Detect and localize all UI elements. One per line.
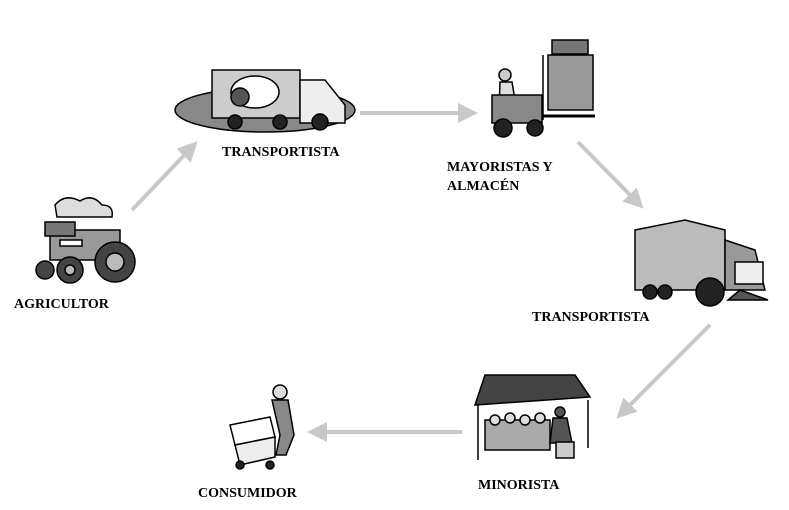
label-consumidor: CONSUMIDOR	[198, 486, 298, 501]
delivery-truck-icon	[174, 69, 356, 133]
label-minorista: MINORISTA	[478, 478, 560, 493]
label-mayoristas-line1: MAYORISTAS Y	[447, 160, 553, 175]
shopping-cart-icon	[229, 384, 295, 470]
arrow-agricultor-to-transportista	[130, 141, 198, 212]
tractor-icon	[35, 197, 136, 284]
label-transportista-1: TRANSPORTISTA	[222, 145, 340, 160]
forklift-icon	[491, 39, 595, 138]
label-transportista-2: TRANSPORTISTA	[532, 310, 650, 325]
arrow-transportista-to-minorista	[616, 323, 712, 419]
semi-truck-icon	[634, 219, 769, 307]
label-mayoristas-line2: ALMACÉN	[447, 177, 519, 194]
arrow-mayoristas-to-transportista	[576, 140, 644, 209]
label-agricultor: AGRICULTOR	[14, 297, 110, 312]
market-stall-icon	[473, 374, 592, 460]
